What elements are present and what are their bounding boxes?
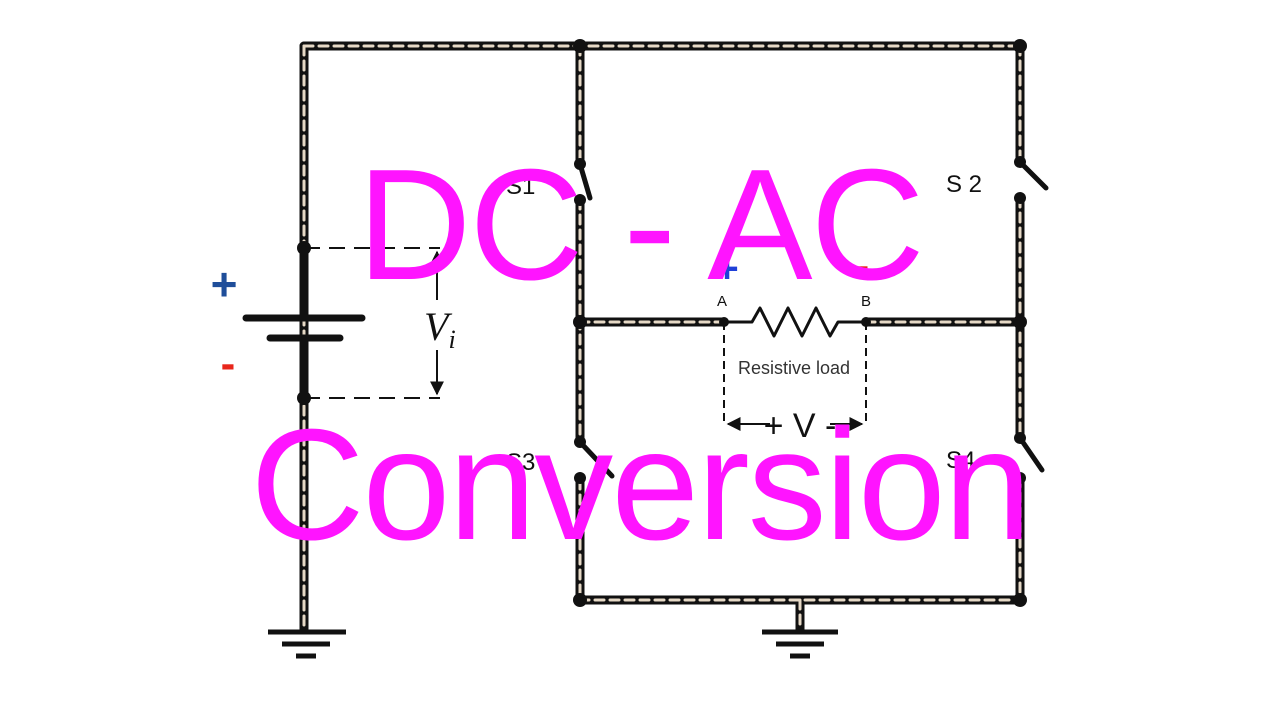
output-voltage-label: + V - <box>764 407 837 445</box>
battery-minus-label: - <box>221 339 236 388</box>
node-b-label: B <box>861 293 871 310</box>
switch-s3-label: S3 <box>506 449 535 476</box>
vi-label: Vi <box>424 304 456 354</box>
battery-symbol <box>242 245 366 401</box>
switch-s4-blade <box>1017 435 1045 473</box>
load-dashed-box <box>723 322 867 426</box>
switch-blades <box>577 159 1049 479</box>
resistor-symbol <box>724 306 866 338</box>
load-plus-label: + <box>715 247 738 291</box>
switch-s2-label: S 2 <box>946 171 982 198</box>
title-line-2: Conversion <box>250 397 1031 573</box>
vi-measurement-lines <box>304 247 440 399</box>
node-a-label: A <box>717 293 727 310</box>
switch-s1-label: S1 <box>506 173 535 200</box>
switch-s4-label: S4 <box>946 447 975 474</box>
switch-s2-blade <box>1017 159 1049 191</box>
switch-s1-blade <box>577 161 593 201</box>
resistive-load-label: Resistive load <box>738 358 850 378</box>
ground-symbol-left <box>268 629 346 659</box>
title-line-1: DC - AC <box>357 137 924 313</box>
ground-symbol-right <box>762 629 838 659</box>
battery-plus-label: + <box>211 258 238 310</box>
load-minus-label: - <box>855 241 870 290</box>
junction-dots <box>297 39 1027 607</box>
switch-s3-blade <box>577 439 615 479</box>
